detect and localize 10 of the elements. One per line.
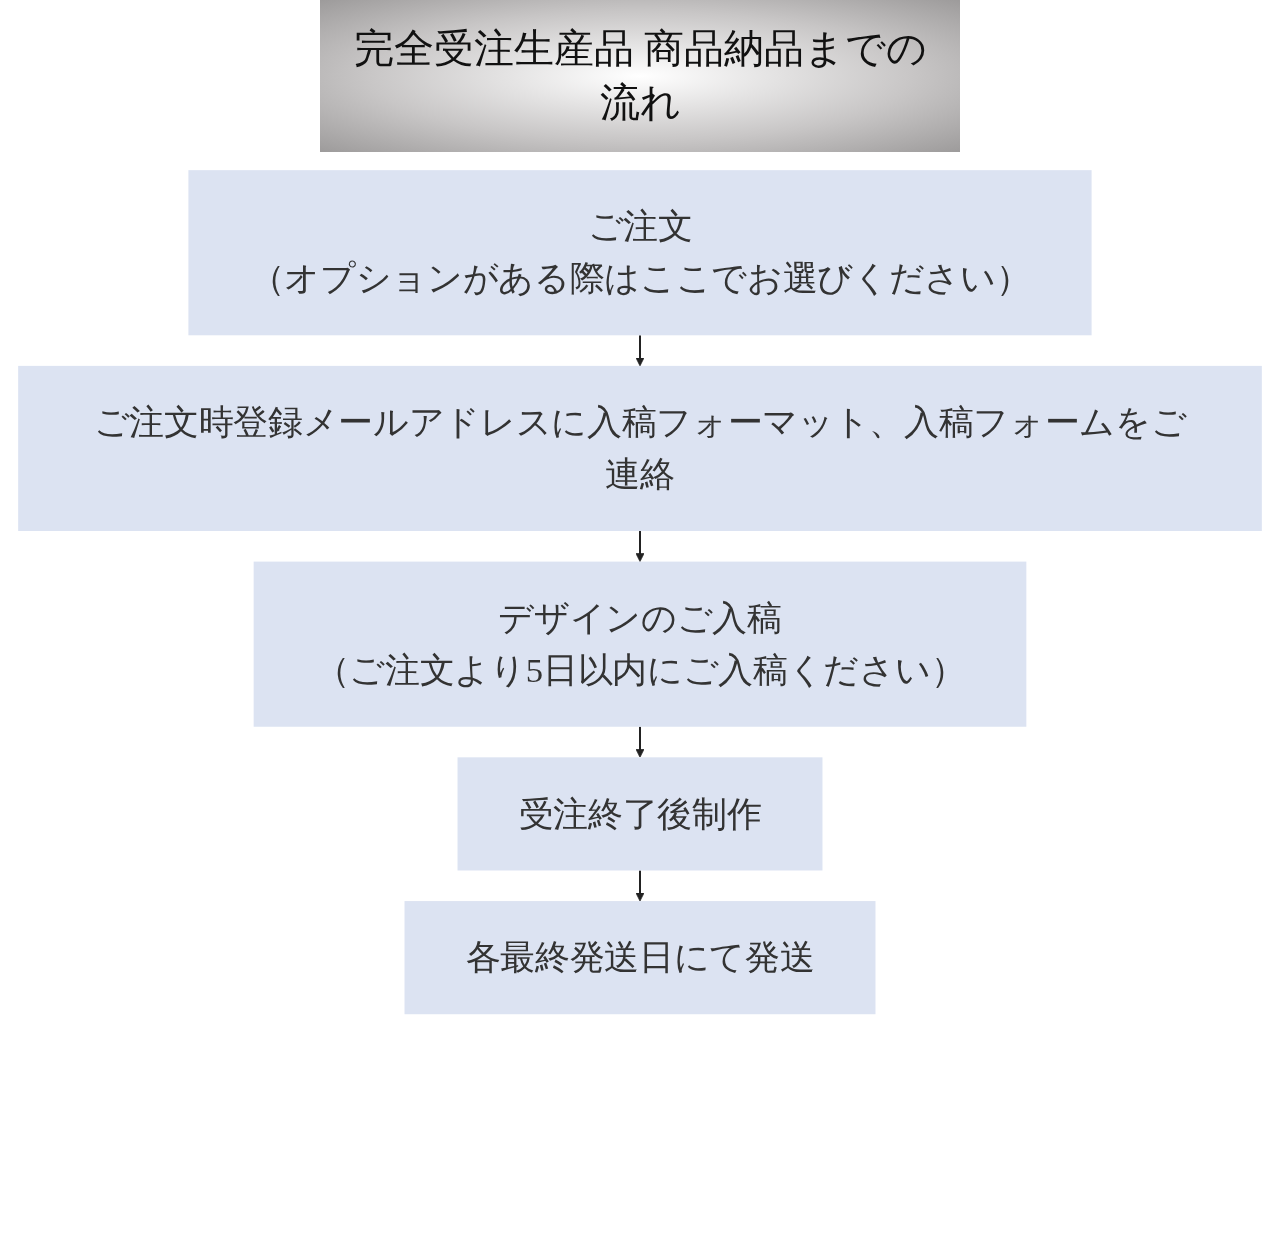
node-box: デザインのご入稿 （ご注文より5日以内にご入稿ください） (253, 561, 1027, 727)
node-box: ご注文 （オプションがある際はここでお選びください） (188, 170, 1092, 336)
node-box: ご注文時登録メールアドレスに入稿フォーマット、入稿フォームをご連絡 (18, 365, 1262, 531)
arrow (635, 335, 645, 367)
node-box: 各最終発送日にて発送 (404, 901, 876, 1015)
node-box: 受注終了後制作 (457, 757, 823, 871)
arrow (635, 726, 645, 758)
title-banner: 完全受注生産品 商品納品までの流れ (320, 0, 960, 152)
arrow (635, 531, 645, 562)
arrow (635, 870, 645, 902)
